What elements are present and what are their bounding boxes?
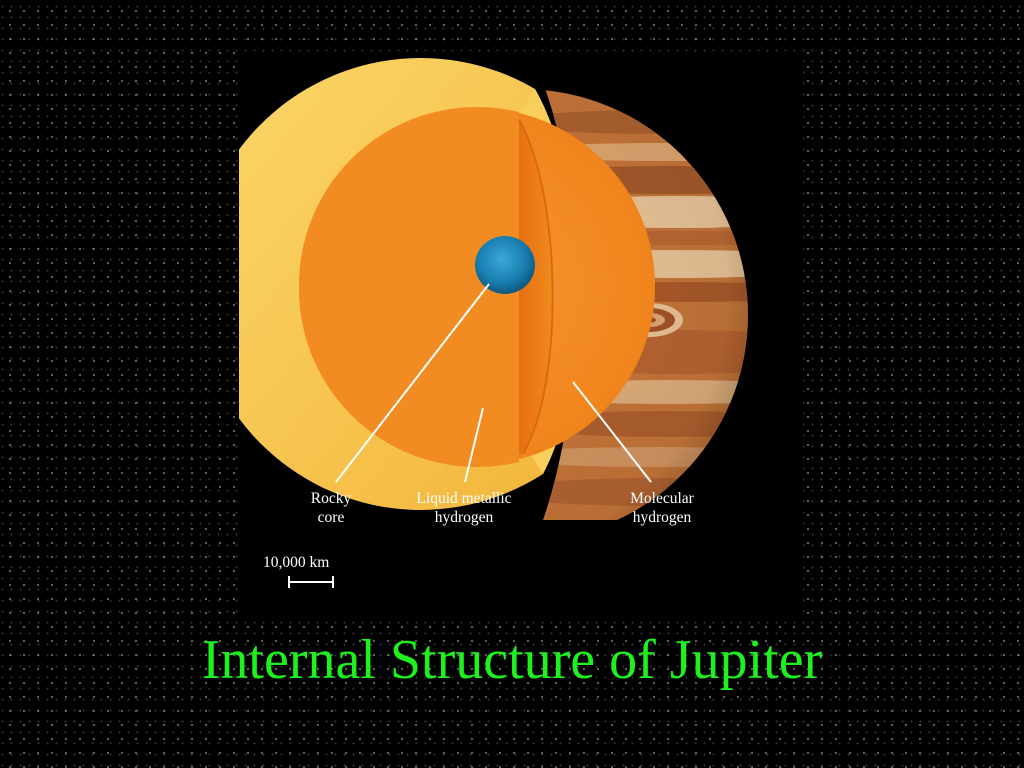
liquid-metallic-label-line-2: hydrogen bbox=[434, 509, 494, 526]
scale-bar-label: 10,000 km bbox=[263, 554, 330, 571]
rocky-core-pointer bbox=[335, 283, 490, 483]
page-title: Internal Structure of Jupiter bbox=[201, 629, 823, 691]
rocky-core-label-line-1: Rocky bbox=[310, 490, 352, 507]
molecular-label-line-2: hydrogen bbox=[632, 509, 692, 526]
molecular-hydrogen-pointer bbox=[572, 381, 652, 483]
liquid-metallic-label-line-1: Liquid metallic bbox=[416, 490, 512, 507]
molecular-label-line-1: Molecular bbox=[630, 490, 694, 507]
liquid-metallic-pointer bbox=[464, 407, 484, 483]
liquid-metallic-hydrogen-label: Liquid metallic hydrogen bbox=[395, 489, 533, 527]
scale-bar bbox=[288, 576, 334, 588]
rocky-core-label: Rocky core bbox=[295, 489, 367, 527]
rocky-core bbox=[475, 236, 535, 294]
molecular-hydrogen-label: Molecular hydrogen bbox=[609, 489, 715, 527]
jupiter-diagram: Rocky core Liquid metallic hydrogen Mole… bbox=[239, 52, 803, 614]
rocky-core-label-line-2: core bbox=[317, 509, 345, 526]
jupiter-cutaway-illustration bbox=[239, 58, 748, 588]
liquid-metallic-face bbox=[519, 120, 552, 454]
